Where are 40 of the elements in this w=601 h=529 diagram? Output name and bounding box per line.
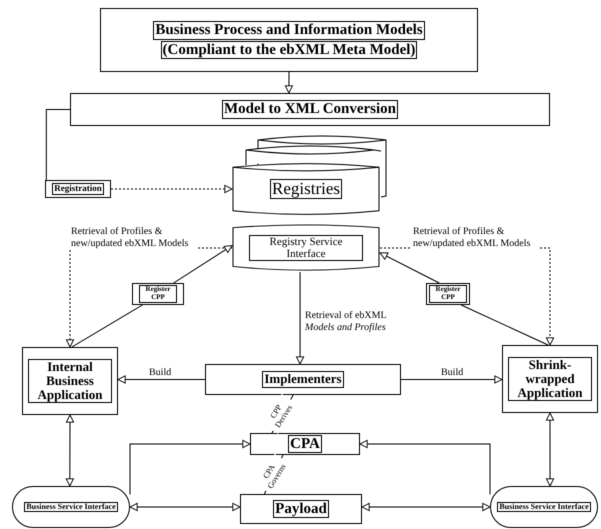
node-label: Implementers [262, 371, 344, 388]
connector-arrow [66, 414, 74, 486]
connector-arrow [173, 245, 232, 284]
edge-label: Retrieval of Profiles & new/updated ebXML Models [70, 226, 197, 249]
node-label: CPA [288, 434, 322, 454]
node-label: Business Service Interface [497, 502, 591, 512]
application-box [22, 347, 118, 415]
edge-label: Retrieval of Profiles & new/updated ebXML Models [412, 226, 539, 249]
connector-arrow [130, 502, 240, 512]
node-label: Registration [52, 183, 104, 195]
process-box [70, 93, 550, 126]
connector-arrow [546, 412, 554, 486]
connector-arrow [360, 440, 490, 495]
node-label: Payload [273, 500, 329, 518]
node-label: Internal Business Application [28, 358, 112, 404]
connector-arrow [296, 272, 304, 364]
connector-arrow [110, 184, 232, 194]
node-label: Registries [270, 178, 342, 200]
process-box [250, 433, 360, 455]
connector-arrow [118, 375, 206, 384]
node-label: Business Process and Information Models [153, 21, 425, 40]
application-box [502, 345, 598, 413]
interface-cylinder [232, 224, 380, 272]
node-label: (Compliant to the ebXML Meta Model) [160, 40, 418, 59]
process-box [205, 364, 401, 395]
node-label: Registry Service Interface [249, 234, 363, 262]
process-box [100, 8, 478, 72]
connector-arrow [380, 252, 440, 284]
process-box [132, 283, 184, 305]
process-box [45, 180, 111, 198]
connector-arrow [400, 375, 502, 384]
interface-terminal [12, 486, 130, 528]
connector-arrow [284, 72, 293, 94]
interface-terminal [490, 486, 598, 528]
node-label: Model to XML Conversion [222, 100, 398, 119]
connector-arrow [130, 440, 250, 495]
process-box [240, 494, 362, 524]
node-label: Shrink- wrapped Application [508, 356, 592, 402]
node-label: Business Service Interface [24, 502, 118, 512]
connector-arrow [362, 502, 490, 512]
